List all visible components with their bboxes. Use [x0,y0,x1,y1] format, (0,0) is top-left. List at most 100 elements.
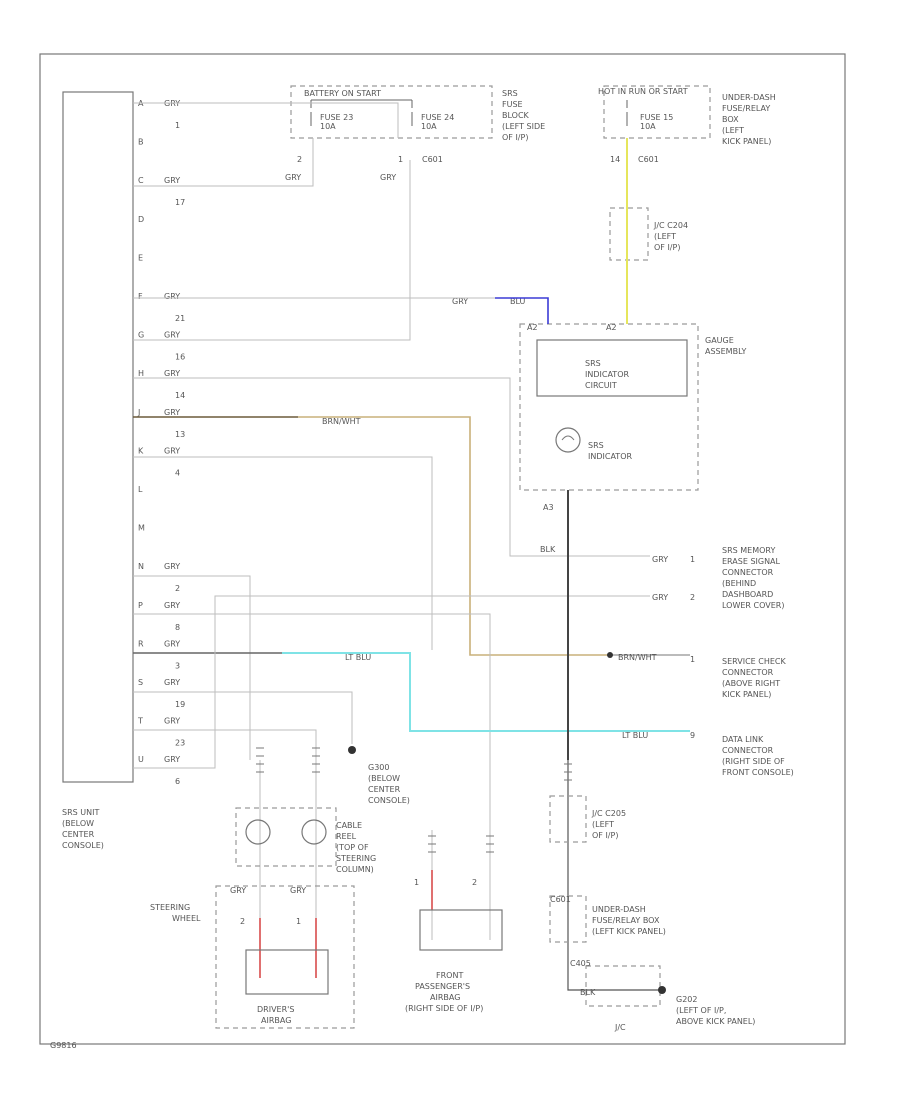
srs-pin-wire: GRY [164,369,180,378]
fuse-23-rating: 10A [320,122,336,131]
data-link-label-4: FRONT CONSOLE) [722,768,794,777]
jc-top-label-2: (LEFT [654,232,676,241]
srs-pin-wire: GRY [164,176,180,185]
wire-pin-u [133,596,216,769]
cable-reel-label-2: REEL [336,832,357,841]
srs-pin-number: 17 [175,198,185,207]
wire-gry-label-1: GRY [652,555,668,564]
g202-ground: C405 BLK J/C G202 (LEFT OF I/P, ABOVE KI… [570,959,755,1032]
wire-pin-s [133,691,353,744]
service-check-label-1: SERVICE CHECK [722,657,787,666]
service-check-label-3: (ABOVE RIGHT [722,679,780,688]
gauge-assembly: GAUGE ASSEMBLY SRS INDICATOR CIRCUIT SRS… [452,297,746,512]
indicator-label-2: INDICATOR [588,452,632,461]
footer-code: G9816 [50,1041,77,1050]
srs-pin-letter: T [137,717,143,726]
cable-reel: CABLE REEL (TOP OF STEERING COLUMN) [235,807,376,874]
srs-indicator-lamp-icon [555,427,581,453]
srs-pin-wire: GRY [164,678,180,687]
indicator-circuit-3: CIRCUIT [585,381,617,390]
cable-reel-label-4: STEERING [336,854,376,863]
fuse-block-pin-b: 1 [398,155,403,164]
srs-pin-number: 23 [175,739,185,748]
fuse-24-label: FUSE 24 [421,113,454,122]
cable-reel-label-1: CABLE [336,821,362,830]
service-check-label-2: CONNECTOR [722,668,774,677]
ground-wire: BLK [580,988,596,997]
srs-fuse-block: BATTERY ON START FUSE 23 10A FUSE 24 10A… [285,85,545,182]
srs-memory-pin-1: 1 [690,555,695,564]
connector-mark-steering-b [312,747,320,773]
jc-top-label-1: J/C C204 [653,221,688,230]
srs-memory-label-1: SRS MEMORY [722,546,775,555]
underdash-bottom-connector: C601 [550,895,571,904]
fuse-block-connector: C601 [422,155,443,164]
underdash-label-2: FUSE/RELAY [722,104,770,113]
wire-gry-label-2: GRY [652,593,668,602]
wire-blk-label: BLK [540,545,556,554]
passenger-label-2: PASSENGER'S [415,982,470,991]
underdash-label-1: UNDER-DASH [722,93,776,102]
passenger-pin-b: 2 [472,878,477,887]
fuse-block-label-4: (LEFT SIDE [502,122,545,131]
srs-pin-letter: H [138,369,144,378]
srs-unit-label-1: SRS UNIT [62,808,99,817]
srs-pin-wire: GRY [164,755,180,764]
wire-ground-blk-down [567,760,660,991]
wire-harness [133,102,690,991]
srs-unit-label-4: CONSOLE) [62,841,104,850]
srs-pin-letter: K [138,446,144,455]
connector-mark-pass-a [428,835,436,853]
jc-c204-top: J/C C204 (LEFT OF I/P) [609,207,688,261]
fuse-15-rating: 10A [640,122,656,131]
wire-pin-g [133,160,411,341]
srs-pin-number: 4 [175,468,180,477]
srs-pin-letter: U [138,755,144,764]
ground-jc: J/C [614,1023,626,1032]
underdash-header: HOT IN RUN OR START [598,87,688,96]
steering-pin-a: 2 [240,917,245,926]
g300-ground-icon [348,746,356,754]
data-link-pin: 9 [690,731,695,740]
jc-bottom-label-3: OF I/P) [592,831,618,840]
fuse-block-label-1: SRS [502,89,518,98]
wire-pin-k [133,456,433,650]
jc-bottom-label-1: J/C C205 [591,809,626,818]
cable-reel-coil-b-icon [301,819,327,845]
srs-pin-letter: C [138,176,144,185]
service-check-pin: 1 [690,655,695,664]
srs-memory-pin-2: 2 [690,593,695,602]
ground-label-3: ABOVE KICK PANEL) [676,1017,755,1026]
gauge-wire-blu: BLU [510,297,526,306]
underdash-label-3: BOX [722,115,739,124]
srs-pin-wire: GRY [164,446,180,455]
passenger-airbag-assembly: 1 2 FRONT PASSENGER'S AIRBAG (RIGHT SIDE… [405,870,503,1013]
jc-top-label-3: OF I/P) [654,243,680,252]
srs-memory-label-4: (BEHIND [722,579,756,588]
cable-reel-coil-a-icon [245,819,271,845]
srs-pin-letter: N [138,562,144,571]
wire-pin-r-ltblu [282,652,690,732]
gauge-pin-bottom: A3 [543,503,554,512]
data-link-label-1: DATA LINK [722,735,764,744]
g202-ground-icon [658,986,666,994]
srs-pin-number: 3 [175,661,180,670]
srs-pin-number: 1 [175,121,180,130]
passenger-airbag-inflator [419,909,503,951]
wire-pin-t [133,729,317,760]
srs-pin-letter: J [137,408,140,417]
fuse-block-label-5: OF I/P) [502,133,528,142]
gauge-pin-right: A2 [606,323,617,332]
drivers-airbag-label-1: DRIVER'S [257,1005,294,1014]
srs-pin-letter: S [138,678,143,687]
g300-ground: G300 (BELOW CENTER CONSOLE) [348,746,410,805]
indicator-label-1: SRS [588,441,604,450]
underdash-label-5: KICK PANEL) [722,137,771,146]
srs-pin-letter: L [138,485,143,494]
drivers-airbag-inflator [245,949,329,995]
g300-label-4: CONSOLE) [368,796,410,805]
srs-memory-label-5: DASHBOARD [722,590,773,599]
srs-unit-label-2: (BELOW [62,819,94,828]
